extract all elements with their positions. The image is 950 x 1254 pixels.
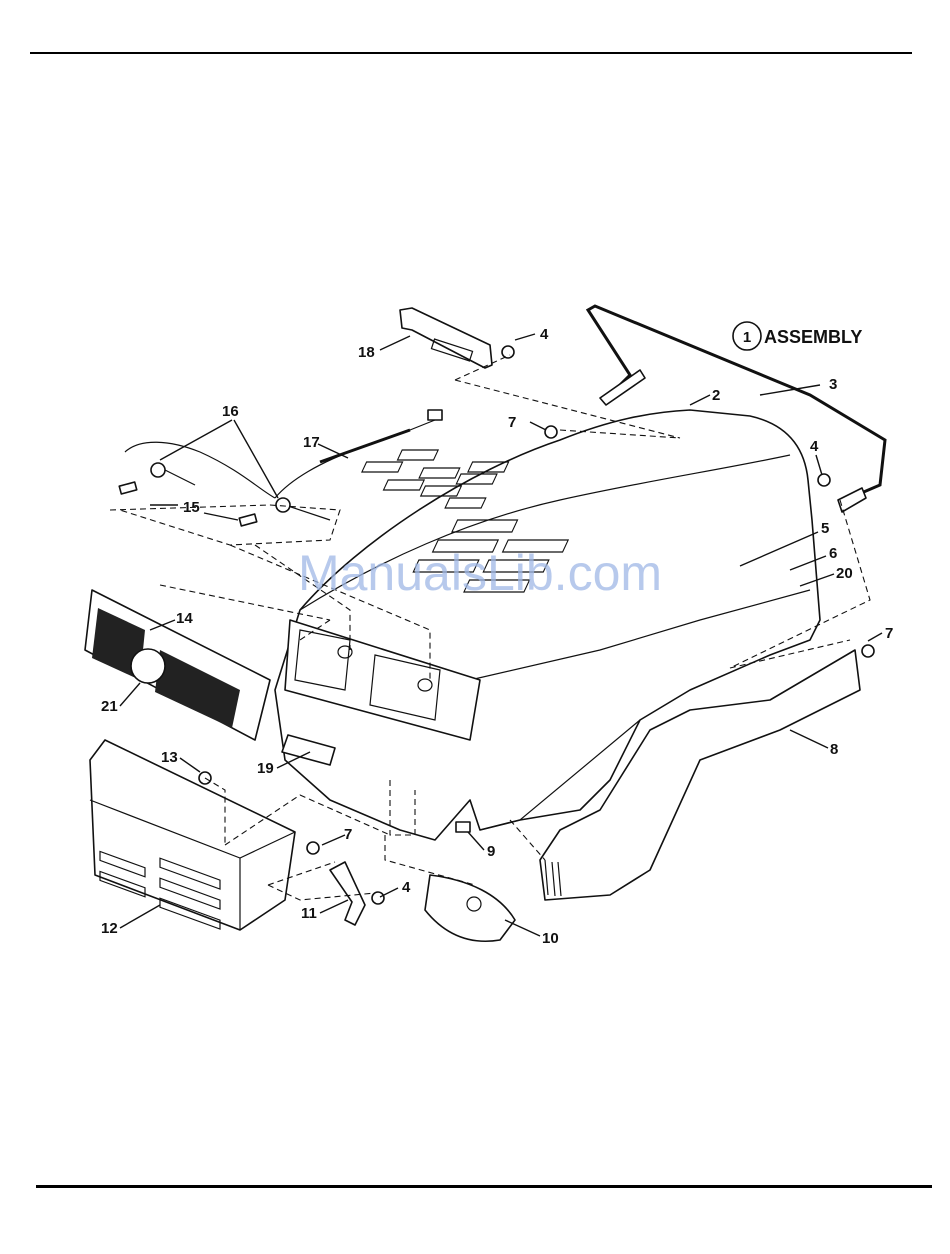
callout-11: 11 [301, 905, 317, 922]
callout-8: 8 [830, 741, 838, 758]
wiring-harness [119, 410, 442, 526]
callout-7: 7 [344, 826, 352, 843]
callout-2: 2 [712, 387, 720, 404]
deflector-10 [425, 875, 515, 941]
watermark: ManualsLib.com [298, 545, 662, 601]
callout-5: 5 [821, 520, 829, 537]
callout-10: 10 [542, 930, 559, 947]
assembly-label: 1 ASSEMBLY [733, 322, 862, 350]
callout-15: 15 [183, 499, 200, 516]
callout-19: 19 [257, 760, 274, 777]
assembly-number: 1 [743, 329, 751, 346]
callout-7: 7 [885, 625, 893, 642]
callout-16: 16 [222, 403, 239, 420]
hood [275, 410, 820, 840]
callout-7: 7 [508, 414, 516, 431]
callout-4: 4 [402, 879, 411, 896]
callout-14: 14 [176, 610, 193, 627]
callout-4: 4 [810, 438, 819, 455]
callout-21: 21 [101, 698, 118, 715]
callout-4: 4 [540, 326, 549, 343]
callout-18: 18 [358, 344, 375, 361]
callout-17: 17 [303, 434, 320, 451]
callout-9: 9 [487, 843, 495, 860]
callout-20: 20 [836, 565, 853, 582]
callout-6: 6 [829, 545, 837, 562]
bracket-11 [330, 862, 365, 925]
assembly-text: ASSEMBLY [764, 327, 862, 347]
bracket [400, 308, 492, 368]
clip-9 [456, 822, 470, 832]
callout-3: 3 [829, 376, 837, 393]
callout-12: 12 [101, 920, 118, 937]
callout-13: 13 [161, 749, 178, 766]
